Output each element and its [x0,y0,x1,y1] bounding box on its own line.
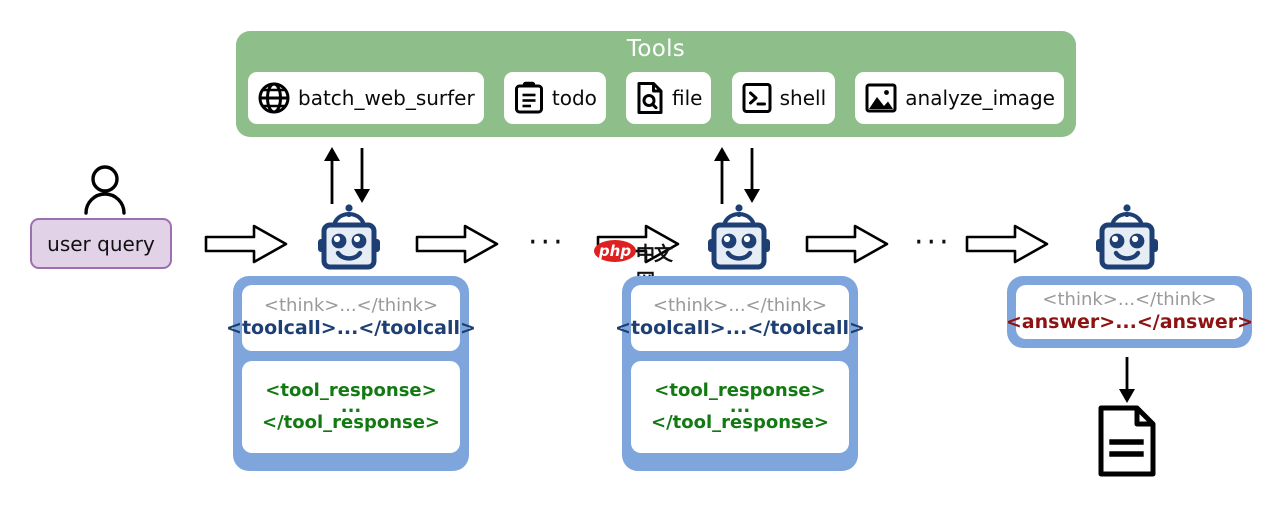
toolcall-line: <toolcall>...</toolcall> [226,317,476,340]
user-query-box: user query [30,218,172,269]
tools-panel: Tools batch_web_surfer [236,31,1076,137]
agent-step-1-panel: <think>...</think> <toolcall>...</toolca… [226,276,476,471]
robot-icon [703,203,775,271]
robot-icon [1091,203,1163,271]
user-query-label: user query [47,231,155,256]
flow-ellipsis: ··· [914,225,952,260]
arrow-down-icon [354,148,370,203]
terminal-icon [741,81,773,115]
file-search-icon [635,81,665,115]
tool-io-arrows [318,144,380,206]
arrow-up-icon [324,147,340,204]
agent-final-panel: <think>...</think> <answer>...</answer> [1006,276,1253,348]
think-line: <think>...</think> [1042,288,1217,310]
robot-icon [313,203,385,271]
document-icon [1095,404,1159,478]
arrow-down-icon [744,148,760,203]
globe-icon [257,81,291,115]
toolcall-line: <toolcall>...</toolcall> [615,317,865,340]
tool-io-arrows [708,144,770,206]
agent-message-card: <think>...</think> <toolcall>...</toolca… [615,285,865,351]
think-line: <think>...</think> [263,294,439,316]
block-arrow-right-icon [965,221,1049,267]
tools-panel-title: Tools [626,36,686,62]
clipboard-icon [513,81,545,115]
tool-chip-label: shell [779,86,827,110]
block-arrow-right-icon [805,221,889,267]
arrow-up-icon [714,147,730,204]
tool-chip-file[interactable]: file [626,72,712,124]
tool-response-close: </tool_response> [261,411,441,433]
tool-response-card: <tool_response> ... </tool_response> [631,361,849,453]
final-output-arrow-icon [1110,357,1144,405]
tool-chip-shell[interactable]: shell [731,72,836,124]
tool-chip-label: analyze_image [905,86,1055,110]
tool-chip-label: file [672,86,703,110]
tool-chip-label: todo [551,86,597,110]
tool-chip-analyze-image[interactable]: analyze_image [855,72,1064,124]
block-arrow-right-icon [415,221,499,267]
flow-ellipsis: ··· [528,225,566,260]
block-arrow-right-icon [204,221,288,267]
tool-response-card: <tool_response> ... </tool_response> [242,361,460,453]
tool-chip-label: batch_web_surfer [298,86,475,110]
tool-chip-batch-web-surfer[interactable]: batch_web_surfer [248,72,484,124]
watermark: php 中文网 [594,238,686,292]
tool-response-open: <tool_response> [265,379,437,401]
think-line: <think>...</think> [652,294,828,316]
tool-response-dots: ... [729,396,751,418]
tool-chip-todo[interactable]: todo [503,72,606,124]
agent-step-2-panel: <think>...</think> <toolcall>...</toolca… [615,276,865,471]
agent-answer-card: <think>...</think> <answer>...</answer> [1006,285,1253,339]
watermark-brand: php [594,240,636,262]
tools-chip-list: batch_web_surfer todo [248,72,1064,124]
agent-message-card: <think>...</think> <toolcall>...</toolca… [226,285,476,351]
image-icon [864,81,898,115]
person-icon [78,163,132,217]
tool-response-dots: ... [340,396,362,418]
tool-response-open: <tool_response> [654,379,826,401]
answer-line: <answer>...</answer> [1005,311,1254,334]
tool-response-close: </tool_response> [650,411,830,433]
